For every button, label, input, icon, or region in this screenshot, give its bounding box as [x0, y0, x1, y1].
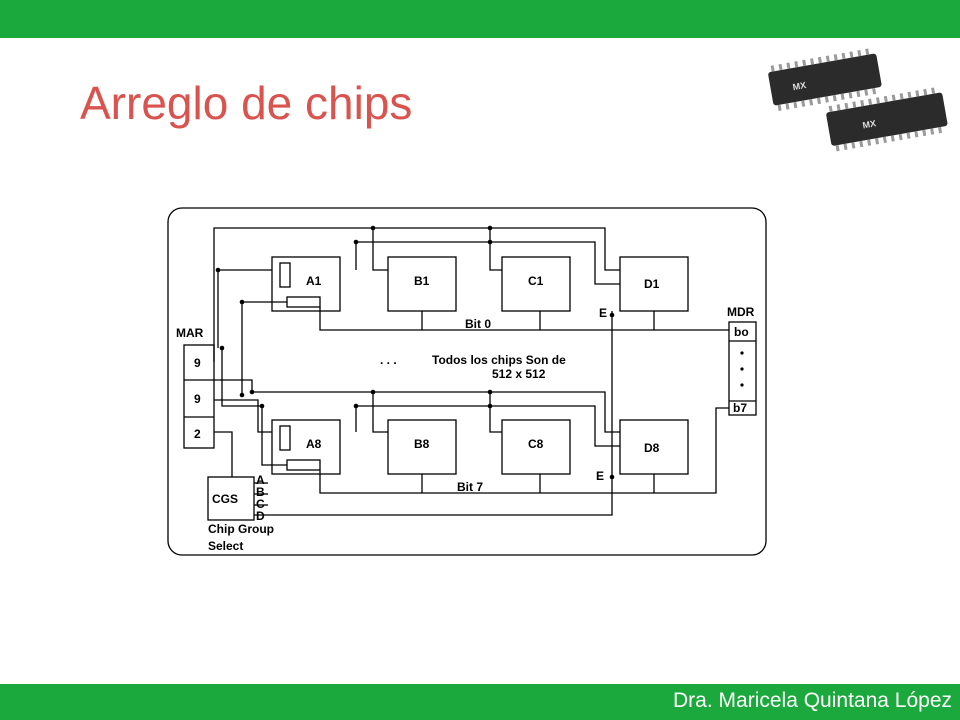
diagram-frame: [167, 207, 767, 556]
cgs-output-a: A: [256, 473, 265, 487]
chip-c1-label: C1: [528, 274, 544, 288]
cgs-output-d: D: [256, 509, 265, 523]
mdr-register: [728, 321, 757, 416]
bottom-green-bar: [0, 684, 960, 720]
note-line-2: 512 x 512: [492, 367, 546, 381]
cgs-caption-line-1: Chip Group: [208, 522, 274, 536]
ellipsis: . . .: [380, 353, 397, 367]
chip-a1-label: A1: [306, 274, 322, 288]
mar-field-2: 9: [194, 392, 201, 406]
mdr-bottom-bit: b7: [733, 401, 747, 415]
chip-b1-label: B1: [414, 274, 430, 288]
bit0-label: Bit 0: [465, 317, 491, 331]
chip-c8: [501, 419, 571, 475]
enable-label-bottom: E: [596, 469, 604, 483]
cgs-caption-line-2: Select: [208, 539, 243, 553]
mar-label: MAR: [176, 326, 204, 340]
note-line-1: Todos los chips Son de: [432, 353, 566, 367]
memory-array-diagram: MAR 9 9 2 A1 B1 C1 D1 A8 B8 C8 D8 Bit 0 …: [167, 207, 767, 556]
chips-photo: MX MX: [758, 40, 954, 154]
mdr-label: MDR: [727, 305, 755, 319]
chip-a8: [271, 419, 341, 475]
bit7-label: Bit 7: [457, 480, 483, 494]
cgs-label: CGS: [212, 492, 238, 506]
top-green-bar: [0, 0, 960, 38]
enable-label-top: E: [599, 306, 607, 320]
chip-1-marking: MX: [792, 80, 807, 92]
chip-d8-label: D8: [644, 441, 660, 455]
chip-c1: [501, 256, 571, 312]
chip-c8-label: C8: [528, 437, 544, 451]
footer-author: Dra. Maricela Quintana López: [673, 689, 952, 712]
chip-2-marking: MX: [862, 118, 877, 130]
cgs-output-c: C: [256, 497, 265, 511]
cgs-output-b: B: [256, 485, 265, 499]
slide-title: Arreglo de chips: [80, 77, 413, 129]
chip-d1-label: D1: [644, 277, 660, 291]
cgs-block: [207, 476, 255, 521]
mar-field-1: 9: [194, 356, 201, 370]
mdr-top-bit: bo: [734, 325, 749, 339]
chip-a1: [271, 256, 341, 312]
chip-b8-label: B8: [414, 437, 430, 451]
mar-field-3: 2: [194, 427, 201, 441]
chip-a8-label: A8: [306, 437, 322, 451]
mar-register: [183, 344, 215, 449]
